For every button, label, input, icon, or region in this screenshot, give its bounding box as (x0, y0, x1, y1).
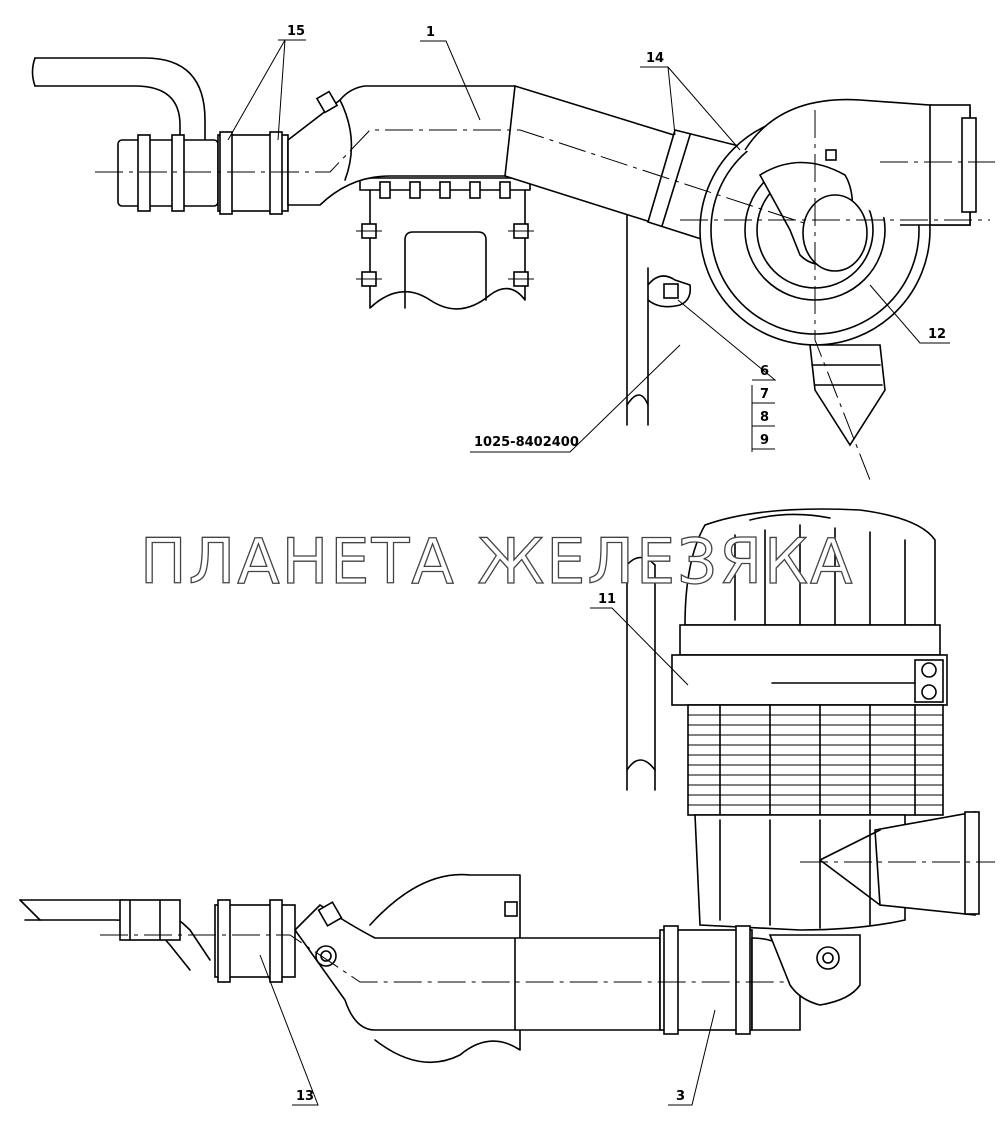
support-post-bottom (626, 556, 656, 791)
intake-pipe-top (287, 85, 692, 226)
bracket-bottom (369, 873, 521, 1063)
top-view: 15 1 14 12 6 7 8 9 10 (31, 24, 995, 481)
bolt-row (379, 181, 511, 199)
callout-15-label: 15 (287, 24, 305, 39)
callout-part-number: 1025-8402400 (470, 344, 681, 453)
watermark-text: ПЛАНЕТА ЖЕЛЕЗЯКА (140, 525, 854, 598)
callout-15: 15 (227, 24, 306, 141)
callout-13: 13 (259, 954, 319, 1106)
callout-14: 14 (640, 51, 741, 151)
bracket-top (356, 177, 534, 310)
callout-1: 1 (420, 25, 481, 121)
intake-pipe-bottom (293, 901, 661, 1031)
bottom-view: 11 13 3 (19, 508, 995, 1106)
callout-9-label: 9 (760, 433, 769, 448)
side-bolts (356, 223, 534, 287)
callout-1-label: 1 (426, 25, 435, 40)
couplings-top (117, 131, 289, 215)
feed-hose-top (31, 57, 206, 151)
callout-7-label: 7 (760, 387, 769, 402)
callout-3-label: 3 (676, 1089, 685, 1104)
watermark: ПЛАНЕТА ЖЕЛЕЗЯКА (139, 524, 854, 598)
callout-8-label: 8 (760, 410, 769, 425)
centerline-bottom (100, 934, 790, 983)
callout-12: 12 (869, 284, 950, 344)
centerline-top-horizontal (95, 129, 811, 226)
support-post-top (626, 214, 649, 426)
callout-13-label: 13 (296, 1089, 314, 1104)
centerline-top-housing-v (814, 110, 871, 481)
callout-11: 11 (590, 592, 689, 686)
callout-3: 3 (668, 1009, 716, 1106)
bolt-6 (647, 275, 692, 308)
callout-12-label: 12 (928, 327, 946, 342)
callout-6-9: 6 7 8 9 (677, 299, 777, 452)
callout-11-label: 11 (598, 592, 616, 607)
part-number-label: 1025-8402400 (474, 435, 579, 450)
air-cleaner-top (699, 98, 977, 447)
air-cleaner-side (671, 508, 980, 931)
feed-hose-bottom (19, 899, 211, 971)
coupling-3 (659, 925, 861, 1035)
callout-14-label: 14 (646, 51, 664, 66)
coupling-13 (214, 899, 296, 983)
